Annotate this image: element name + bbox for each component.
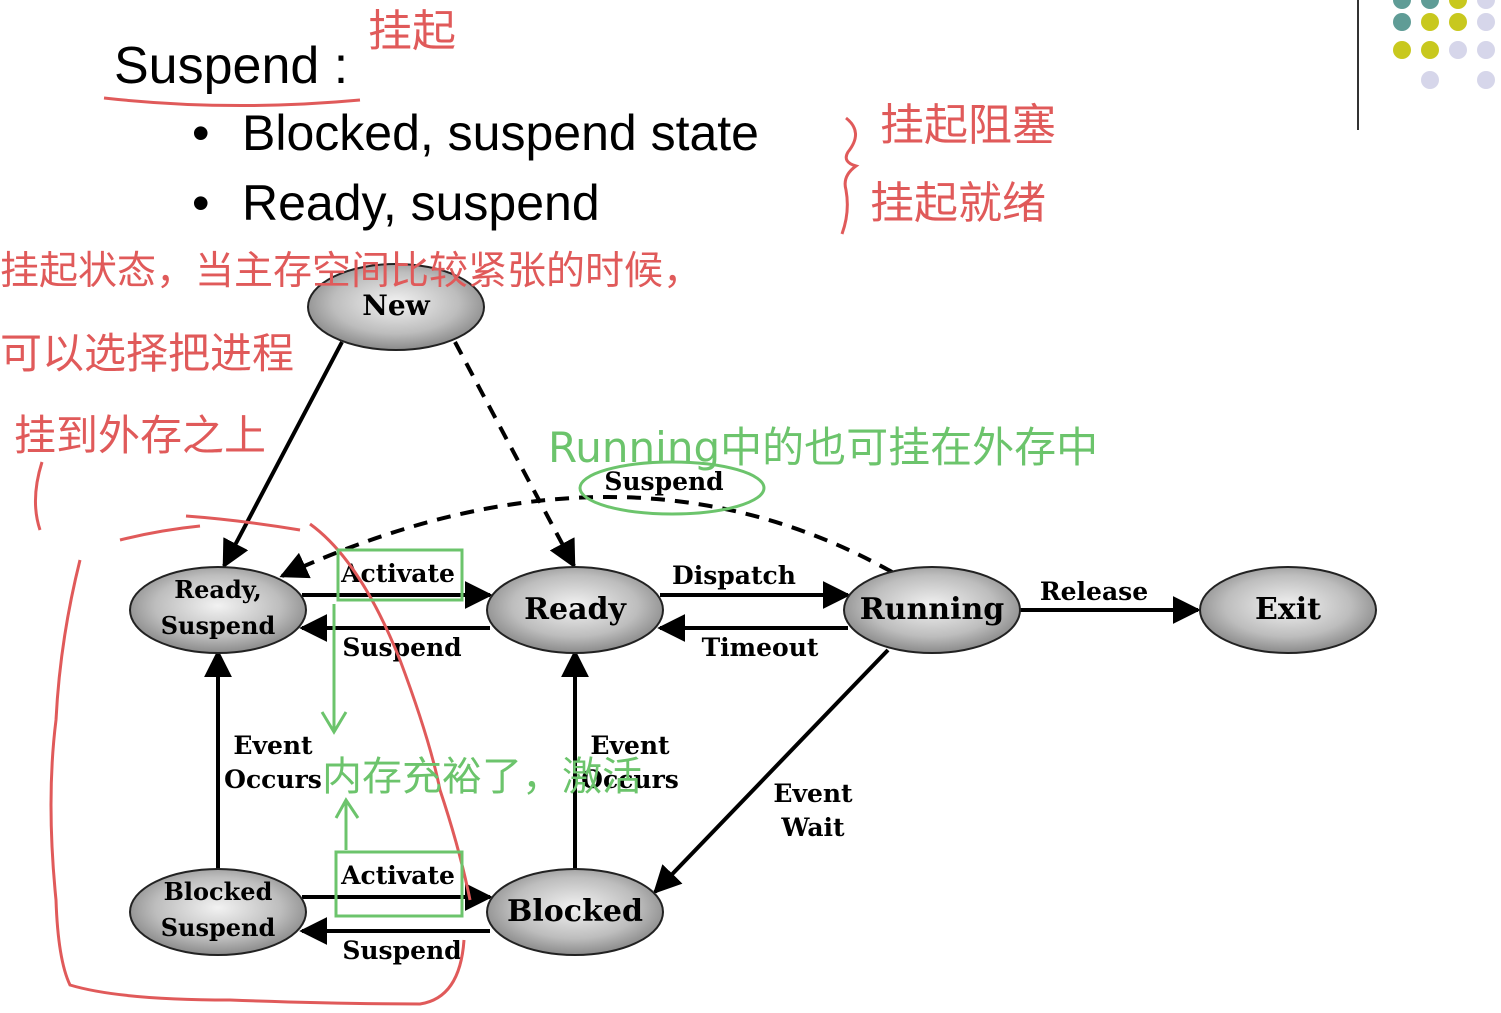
edge-label-activate-top: Activate xyxy=(340,559,455,588)
edge-label-event-wait-line1: Event xyxy=(773,779,853,808)
bullet-marker: • xyxy=(192,175,210,231)
edge-label-release: Release xyxy=(1040,577,1148,606)
node-running xyxy=(843,566,1021,654)
decorative-dot xyxy=(1477,41,1495,59)
edge-label-timeout: Timeout xyxy=(702,633,819,662)
green-circle-suspend xyxy=(578,460,766,516)
edge-new-to-ready xyxy=(453,341,576,569)
edge-label-event-occurs-left-line2: Occurs xyxy=(224,765,322,794)
red-curve-guide xyxy=(309,522,472,901)
note-left-1: 挂起状态，当主存空间比较紧张的时候， xyxy=(0,249,702,294)
decorative-dot xyxy=(1449,41,1467,59)
edge-label-event-wait-line2: Wait xyxy=(780,813,845,842)
note-memory: 内存充裕了，激活 xyxy=(322,754,642,800)
edge-label-suspend-top: Suspend xyxy=(342,633,461,662)
edge-label-event-occurs-mid-line1: Event xyxy=(590,731,670,760)
note-left-2: 可以选择把进程 xyxy=(0,329,294,378)
node-label-new: New xyxy=(362,289,430,322)
decorative-dot xyxy=(1421,0,1439,9)
edge-new-to-ready-suspend xyxy=(222,341,344,569)
bullet-text: Blocked, suspend state xyxy=(242,105,759,161)
decorative-dot xyxy=(1449,13,1467,31)
decorative-dot xyxy=(1421,13,1439,31)
slide-heading: Suspend : xyxy=(114,37,349,95)
decorative-dot xyxy=(1421,41,1439,59)
bullet-item-ready-suspend: • Ready, suspend xyxy=(192,174,600,232)
node-ready xyxy=(486,566,664,654)
edge-label-dispatch: Dispatch xyxy=(672,561,796,590)
node-blocked xyxy=(486,868,664,956)
note-bullet-1: 挂起阻塞 xyxy=(880,100,1056,151)
decorative-divider xyxy=(1357,0,1359,130)
node-label-ready: Ready xyxy=(524,592,627,627)
node-label-exit: Exit xyxy=(1255,592,1321,627)
left-group-boundary xyxy=(33,461,466,1006)
node-exit xyxy=(1199,566,1377,654)
decorative-dot xyxy=(1393,13,1411,31)
bullet-item-blocked-suspend: • Blocked, suspend state xyxy=(192,104,759,162)
node-label-ready-suspend-line2: Suspend xyxy=(161,611,276,640)
node-label-ready-suspend-line1: Ready, xyxy=(174,575,262,604)
edge-label-suspend-dashed: Suspend xyxy=(604,467,723,496)
green-annotations: Running中的也可挂在外存中 内存充裕了，激活 xyxy=(320,423,1098,918)
node-ready-suspend xyxy=(129,566,307,654)
decorative-dot xyxy=(1421,71,1439,89)
note-heading: 挂起 xyxy=(368,6,456,57)
decorative-dot xyxy=(1477,71,1495,89)
note-bullet-2: 挂起就绪 xyxy=(870,178,1046,229)
node-label-running: Running xyxy=(860,592,1005,627)
note-left-3: 挂到外存之上 xyxy=(14,411,266,460)
edge-label-event-occurs-mid-line2: Occurs xyxy=(581,765,679,794)
bullet-marker: • xyxy=(192,105,210,161)
edge-event-wait xyxy=(653,648,890,895)
edge-label-activate-bottom: Activate xyxy=(340,861,455,890)
decorative-dot xyxy=(1477,0,1495,9)
red-annotations: 挂起 挂起阻塞 挂起就绪 挂起状态，当主存空间比较紧张的时候， 可以选择把进程 … xyxy=(0,6,1056,1006)
bullet-brace xyxy=(840,116,860,235)
green-box-activate-top xyxy=(336,548,464,602)
edge-running-suspend-curve xyxy=(279,495,893,579)
node-label-blocked-suspend-line1: Blocked xyxy=(164,877,273,906)
node-blocked-suspend xyxy=(129,868,307,956)
decorative-dot xyxy=(1393,41,1411,59)
heading-underline xyxy=(103,96,361,108)
node-label-blocked: Blocked xyxy=(507,894,643,929)
decorative-dot-grid xyxy=(1393,0,1495,89)
decorative-dot xyxy=(1477,13,1495,31)
node-label-blocked-suspend-line2: Suspend xyxy=(161,913,276,942)
decorative-dot xyxy=(1393,0,1411,9)
green-box-activate-bottom xyxy=(334,850,464,918)
node-new xyxy=(307,263,485,351)
edge-label-suspend-bottom: Suspend xyxy=(342,936,461,965)
edge-label-event-occurs-left-line1: Event xyxy=(233,731,313,760)
decorative-dot xyxy=(1449,0,1467,9)
green-arrows xyxy=(320,604,360,850)
bullet-text: Ready, suspend xyxy=(242,175,600,231)
